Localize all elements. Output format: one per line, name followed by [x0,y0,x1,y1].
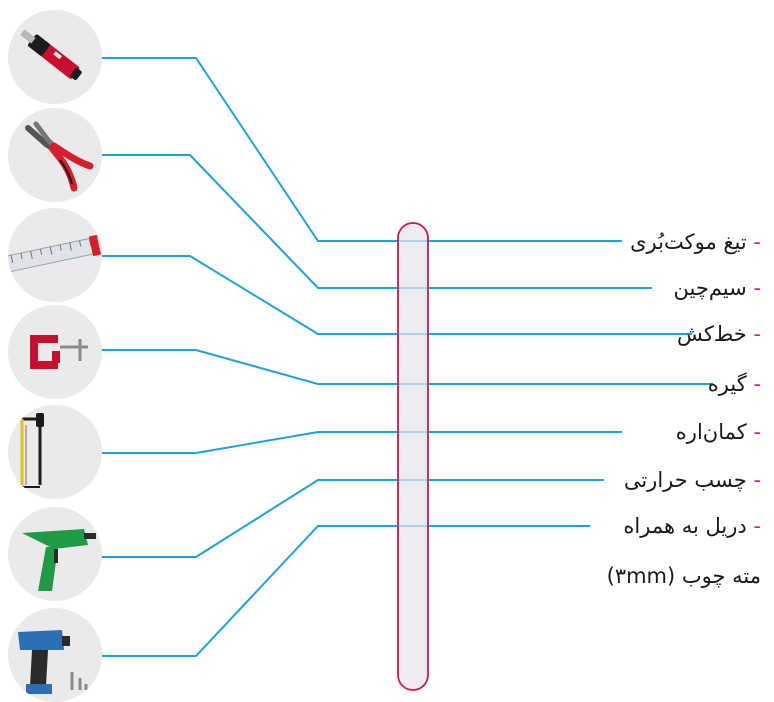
tool-label-2: - سیم‌چین [674,278,761,299]
tool-label-text: چسب حرارتی [623,468,747,492]
tool-label-text: دریل به همراه [623,514,747,538]
label-dash: - [753,322,761,346]
tool-label-5: - کمان‌اره [676,422,761,443]
connector-line-6 [98,479,604,558]
tool-label-text: سیم‌چین [673,276,747,300]
drill-icon [18,630,88,694]
connector-line-2 [98,154,652,289]
tool-label-text: گیره [707,372,747,396]
tool-circle-2 [8,108,102,202]
label-dash: - [753,468,761,492]
label-dash: - [753,514,761,538]
label-dash: - [753,276,761,300]
connector-line-1 [98,57,622,242]
tool-label-7-line2: مته چوب (۳mm) [607,566,761,587]
tool-circle-6 [8,507,102,601]
tool-label-text: تیغ موکت‌بُری [630,230,747,254]
hacksaw-icon [20,413,44,488]
c-clamp-icon [30,335,88,369]
tool-circle-1 [8,10,102,104]
tool-label-6: - چسب حرارتی [624,470,761,491]
label-dash: - [753,372,761,396]
connector-line-4 [80,349,713,385]
wire-cutter-icon [25,121,94,192]
glue-gun-icon [22,529,96,591]
connector-line-7 [98,525,590,657]
tool-label-text: خط‌کش [677,322,747,346]
center-bar [397,222,429,691]
tool-circle-7 [8,608,102,702]
tool-circle-5 [8,405,102,499]
tool-circle-3 [8,208,102,302]
label-dash: - [753,420,761,444]
tool-label-4: - گیره [708,374,761,395]
tool-label-text-line2: مته چوب (۳mm) [606,564,761,588]
connector-line-3 [98,255,692,335]
tool-label-text: کمان‌اره [675,420,747,444]
tool-label-7: - دریل به همراه [623,516,761,537]
utility-knife-icon [20,29,82,81]
tape-ruler-icon [8,234,102,274]
tool-circle-4 [8,305,102,399]
connector-line-5 [98,431,622,454]
label-dash: - [753,230,761,254]
tool-label-3: - خط‌کش [677,324,761,345]
tool-label-1: - تیغ موکت‌بُری [630,232,761,253]
